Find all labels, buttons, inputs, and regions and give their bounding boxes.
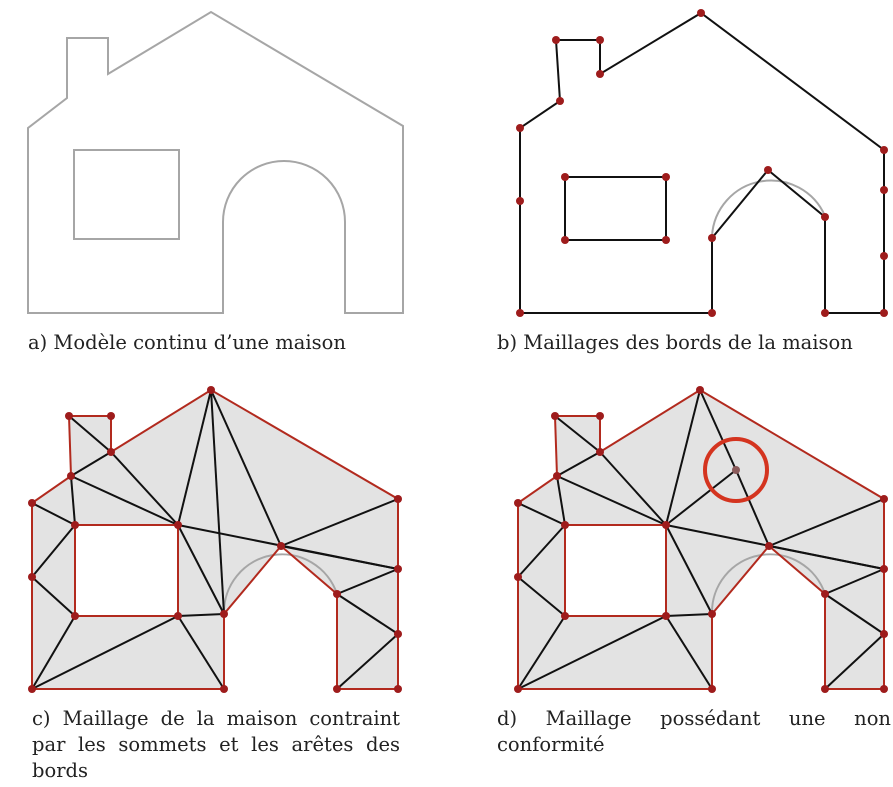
door-arc-gray: [222, 553, 338, 615]
window-boundary-edges: [564, 176, 667, 241]
vertex: [28, 499, 36, 507]
nonconformity-highlight-circle: [703, 437, 769, 503]
vertex: [880, 685, 888, 693]
vertex: [708, 685, 716, 693]
vertex: [596, 36, 604, 44]
panel-a-continuous-house: [27, 10, 404, 314]
interior-edges: [31, 389, 399, 690]
vertex: [516, 197, 524, 205]
vertex: [821, 685, 829, 693]
caption-c: c) Maillage de la maison contraint par l…: [32, 707, 400, 782]
vertex: [596, 412, 604, 420]
vertex: [561, 236, 569, 244]
vertex: [220, 685, 228, 693]
vertex: [880, 565, 888, 573]
vertex: [708, 234, 716, 242]
vertex: [394, 630, 402, 638]
vertex: [556, 97, 564, 105]
vertex: [821, 590, 829, 598]
vertex: [174, 521, 182, 529]
vertex: [880, 252, 888, 260]
caption-b: b) Maillages des bords de la maison: [497, 331, 853, 354]
vertex: [880, 146, 888, 154]
vertex: [561, 173, 569, 181]
vertex: [662, 612, 670, 620]
mesh-fill: [32, 390, 398, 689]
vertex: [107, 448, 115, 456]
vertex: [28, 573, 36, 581]
vertex: [394, 495, 402, 503]
vertex: [174, 612, 182, 620]
vertex: [514, 573, 522, 581]
mesh-fill: [518, 390, 884, 689]
vertex: [697, 9, 705, 17]
vertex: [220, 610, 228, 618]
vertex: [514, 499, 522, 507]
vertex: [516, 124, 524, 132]
interior-edges: [517, 389, 885, 690]
vertex: [596, 70, 604, 78]
vertex: [551, 412, 559, 420]
boundary-vertices: [516, 9, 888, 317]
window-outline: [73, 149, 180, 240]
vertex: [514, 685, 522, 693]
panel-c-constrained-mesh: [28, 386, 402, 693]
vertex: [333, 590, 341, 598]
vertex: [333, 685, 341, 693]
vertex: [821, 309, 829, 317]
window-boundary-edges: [564, 524, 667, 617]
panel-b-boundary-mesh: [516, 9, 888, 317]
vertex: [561, 612, 569, 620]
vertex: [880, 495, 888, 503]
vertex: [765, 542, 773, 550]
vertex: [596, 448, 604, 456]
vertex: [662, 173, 670, 181]
vertex: [207, 386, 215, 394]
caption-a: a) Modèle continu d’une maison: [28, 331, 346, 354]
vertex: [880, 630, 888, 638]
vertex: [662, 236, 670, 244]
nonconforming-vertex: [732, 466, 740, 474]
vertex: [65, 412, 73, 420]
house-boundary-edges: [31, 388, 399, 690]
mesh-vertices: [514, 386, 888, 693]
house-outline: [27, 10, 404, 314]
caption-d: d) Maillage possédant une non conformité: [497, 707, 891, 756]
vertex: [696, 386, 704, 394]
door-arc-gray: [710, 553, 826, 615]
vertex: [880, 186, 888, 194]
house-boundary-edges: [519, 11, 885, 314]
house-boundary-edges: [517, 388, 885, 690]
vertex: [71, 612, 79, 620]
vertex: [708, 610, 716, 618]
vertex: [553, 472, 561, 480]
vertex: [708, 309, 716, 317]
vertex: [821, 213, 829, 221]
vertex: [552, 36, 560, 44]
vertex: [107, 412, 115, 420]
mesh-vertices: [28, 386, 402, 693]
window-boundary-edges: [74, 524, 179, 617]
vertex: [67, 472, 75, 480]
vertex: [394, 685, 402, 693]
vertex: [516, 309, 524, 317]
vertex: [71, 521, 79, 529]
vertex: [277, 542, 285, 550]
door-arc-gray: [711, 179, 826, 237]
panel-d-nonconforming-mesh: [514, 386, 888, 693]
vertex: [394, 565, 402, 573]
vertex: [764, 166, 772, 174]
vertex: [561, 521, 569, 529]
vertex: [662, 521, 670, 529]
vertex: [28, 685, 36, 693]
vertex: [880, 309, 888, 317]
